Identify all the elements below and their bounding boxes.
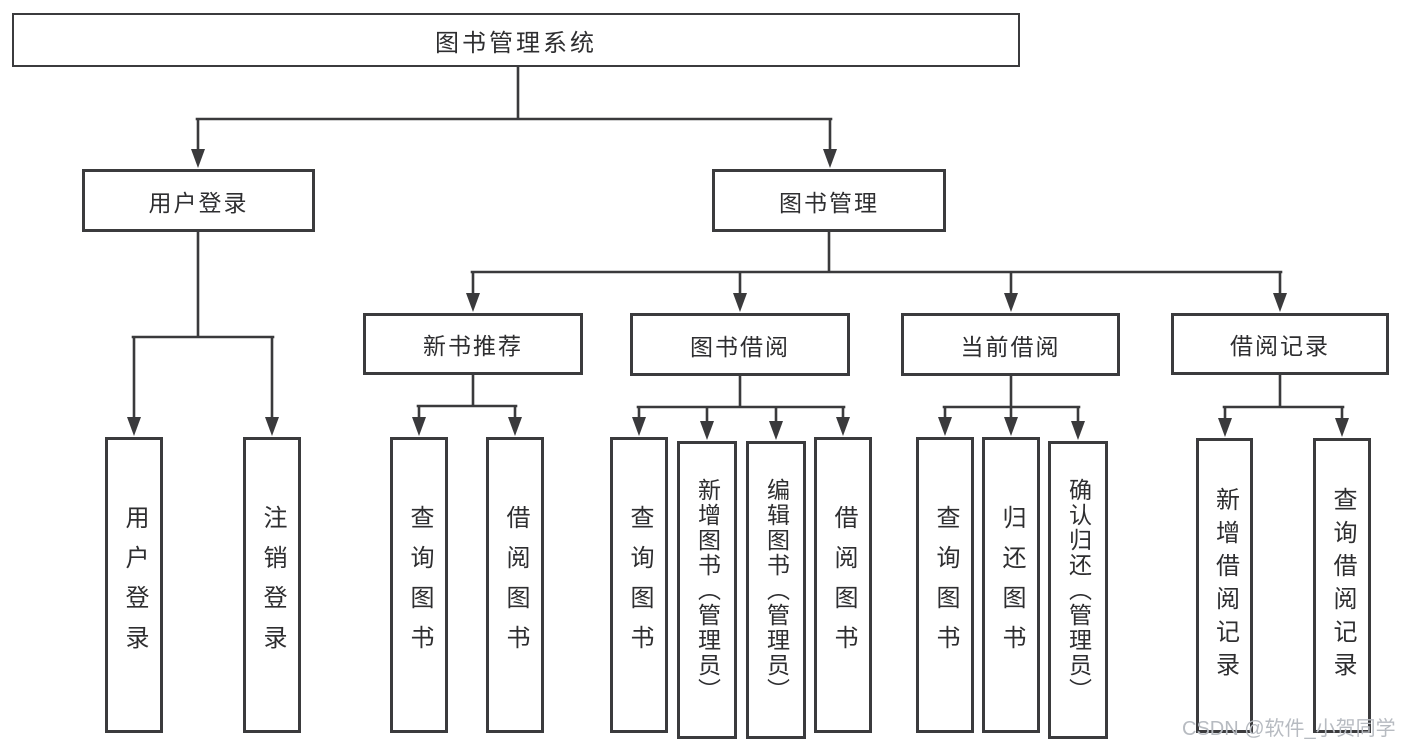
leaf-borrow-books-recommend: 借阅图书 bbox=[486, 437, 544, 733]
leaf-add-borrow-record: 新增借阅记录 bbox=[1196, 438, 1253, 733]
leaf-user-login: 用户登录 bbox=[105, 437, 163, 733]
leaf-query-books-current: 查询图书 bbox=[916, 437, 974, 733]
leaf-confirm-return-admin: 确认归还（管理员） bbox=[1048, 441, 1108, 739]
node-user-login: 用户登录 bbox=[82, 169, 315, 232]
leaf-edit-books-admin: 编辑图书（管理员） bbox=[746, 441, 806, 739]
csdn-watermark: CSDN @软件_小贺同学 bbox=[1182, 718, 1396, 740]
node-book-borrowing: 图书借阅 bbox=[630, 313, 850, 376]
node-new-book-recommend: 新书推荐 bbox=[363, 313, 583, 375]
leaf-return-books: 归还图书 bbox=[982, 437, 1040, 733]
leaf-add-books-admin: 新增图书（管理员） bbox=[677, 441, 737, 739]
leaf-logout: 注销登录 bbox=[243, 437, 301, 733]
node-current-borrowing: 当前借阅 bbox=[901, 313, 1120, 376]
leaf-query-borrow-record: 查询借阅记录 bbox=[1313, 438, 1371, 733]
node-borrowing-records: 借阅记录 bbox=[1171, 313, 1389, 375]
leaf-query-books-recommend: 查询图书 bbox=[390, 437, 448, 733]
leaf-query-books-borrow: 查询图书 bbox=[610, 437, 668, 733]
node-root-library-system: 图书管理系统 bbox=[12, 13, 1020, 67]
connector-segments bbox=[131, 64, 1345, 425]
arrowheads bbox=[127, 149, 1349, 440]
leaf-borrow-books: 借阅图书 bbox=[814, 437, 872, 733]
node-book-management: 图书管理 bbox=[712, 169, 946, 232]
